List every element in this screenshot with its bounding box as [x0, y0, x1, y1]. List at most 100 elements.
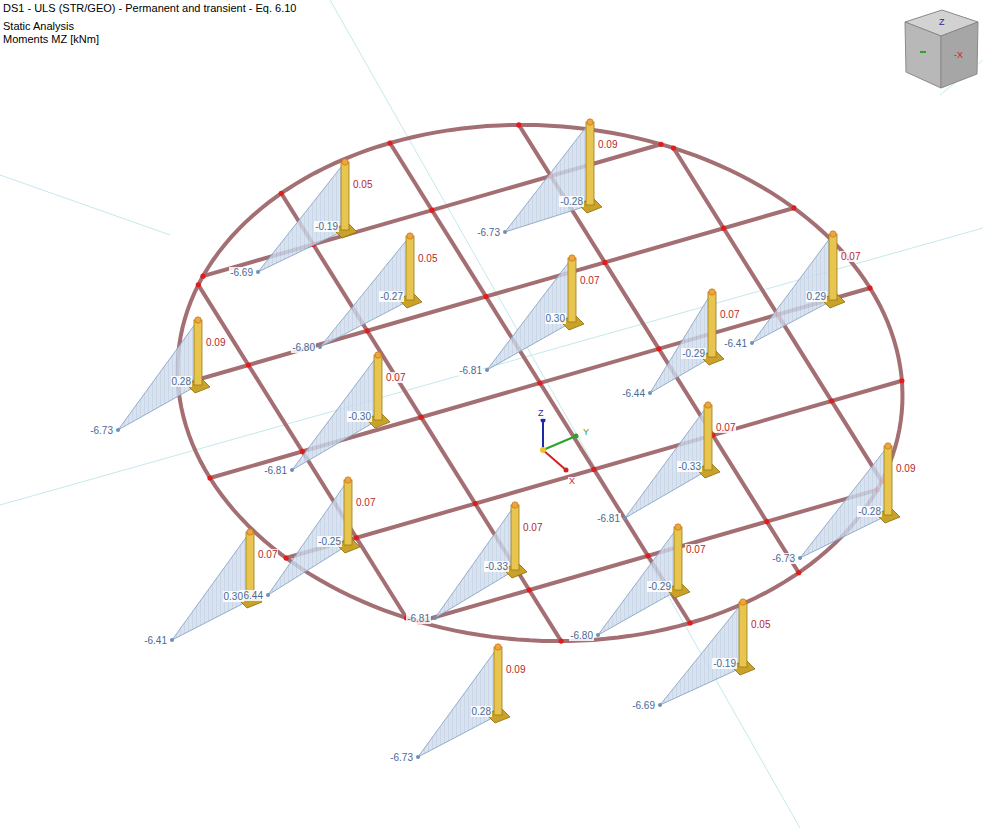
node-dot — [687, 620, 692, 625]
result-value: -0.29 — [681, 348, 706, 359]
moment-diagram — [752, 234, 833, 343]
axis-label: Y — [582, 428, 590, 438]
moment-diagram — [172, 532, 250, 640]
moment-diagram — [258, 162, 345, 272]
result-value: -0.33 — [484, 561, 509, 572]
column-head — [342, 159, 348, 165]
node-dot — [602, 260, 607, 265]
column-group — [170, 529, 262, 642]
node-dot — [899, 378, 904, 383]
column-head — [247, 529, 253, 535]
result-value: 0.07 — [719, 309, 740, 320]
result-dot — [648, 391, 652, 395]
moment-diagram — [268, 480, 348, 595]
result-value: 0.05 — [417, 253, 438, 264]
result-value: 0.07 — [257, 549, 278, 560]
column-head — [407, 233, 413, 239]
triad-origin — [540, 447, 546, 453]
result-value: 0.29 — [806, 291, 827, 302]
column — [341, 162, 349, 230]
node-dot — [645, 553, 650, 558]
result-value: 0.07 — [522, 522, 543, 533]
result-value: -0.33 — [677, 461, 702, 472]
node-dot — [671, 145, 676, 150]
result-dot — [798, 556, 802, 560]
result-value: 0.07 — [355, 497, 376, 508]
column-group — [623, 402, 720, 520]
result-value: 0.30 — [223, 591, 244, 602]
moment-diagram — [435, 505, 515, 618]
result-value: 0.09 — [895, 463, 916, 474]
column-head — [195, 317, 201, 323]
result-dot — [658, 703, 662, 707]
node-dot — [473, 501, 478, 506]
result-value: 0.05 — [750, 619, 771, 630]
result-dot — [433, 616, 437, 620]
view-cube — [905, 10, 978, 88]
result-value: -6.80 — [569, 630, 594, 641]
node-dot — [429, 208, 434, 213]
node-dot — [867, 285, 872, 290]
result-value: -6.44 — [621, 388, 646, 399]
column-group — [416, 644, 510, 759]
column-group — [116, 317, 210, 432]
column — [568, 258, 576, 322]
node-dot — [537, 380, 542, 385]
result-value: 0.07 — [385, 372, 406, 383]
node-dot — [284, 555, 289, 560]
result-value: 0.28 — [171, 376, 192, 387]
axis-line — [0, 175, 170, 235]
column-group — [596, 524, 690, 637]
result-value: -6.69 — [229, 267, 254, 278]
column-head — [830, 231, 836, 237]
result-value: -6.41 — [143, 635, 168, 646]
column — [704, 405, 712, 470]
moment-diagram — [505, 122, 590, 232]
moment-diagram — [292, 355, 378, 470]
result-value: -6.81 — [596, 513, 621, 524]
node-dot — [279, 191, 284, 196]
column-group — [798, 443, 900, 560]
node-dot — [591, 467, 596, 472]
node-dot — [721, 226, 726, 231]
node-dot — [196, 282, 201, 287]
result-dot — [416, 755, 420, 759]
moment-diagram — [320, 236, 410, 347]
column-group — [658, 599, 755, 707]
result-value: -0.19 — [314, 221, 339, 232]
axis-label: X — [568, 477, 576, 487]
result-value: -0.25 — [317, 536, 342, 547]
result-value: -0.27 — [379, 291, 404, 302]
result-value: -6.73 — [771, 553, 796, 564]
moment-diagram — [660, 602, 743, 705]
result-value: 0.07 — [840, 251, 861, 262]
node-dot — [791, 205, 796, 210]
column-group — [485, 255, 584, 372]
result-dot — [750, 341, 754, 345]
column — [739, 602, 747, 667]
column-head — [705, 402, 711, 408]
result-value: -6.73 — [89, 425, 114, 436]
result-dot — [116, 428, 120, 432]
moment-diagram — [800, 446, 888, 558]
column — [884, 446, 892, 515]
node-dot — [796, 570, 801, 575]
column — [511, 505, 519, 570]
triad-axis — [543, 450, 566, 470]
result-value: -0.30 — [347, 411, 372, 422]
axis-label: -X — [953, 51, 964, 61]
column — [344, 480, 352, 545]
column-group — [266, 477, 360, 597]
axis-line — [0, 228, 983, 505]
result-value: 0.05 — [352, 179, 373, 190]
node-dot — [246, 362, 251, 367]
axis-label: Z — [537, 409, 545, 419]
result-value: 0.07 — [715, 422, 736, 433]
result-value: -6.80 — [291, 342, 316, 353]
result-value: -6.69 — [631, 700, 656, 711]
node-dot — [527, 587, 532, 592]
column-head — [495, 644, 501, 650]
column-group — [648, 289, 724, 395]
